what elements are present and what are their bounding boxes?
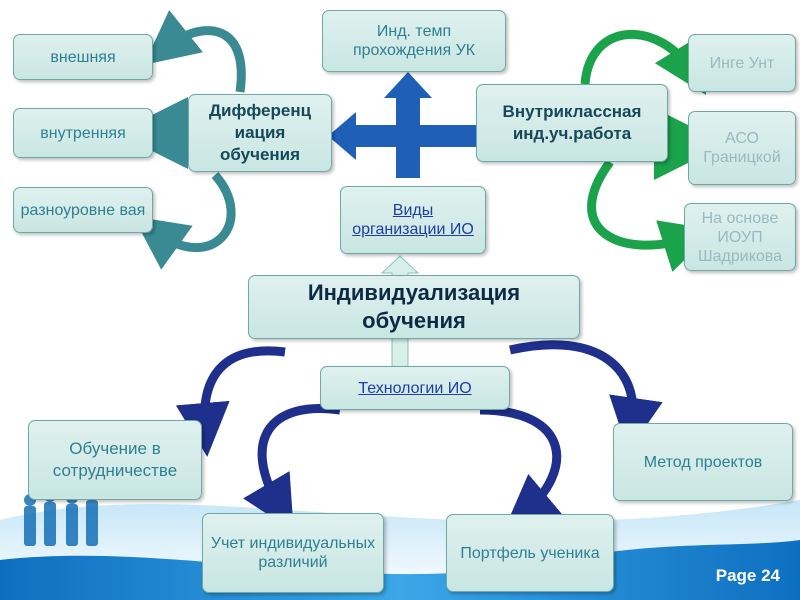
tempo-label: Инд. темп прохождения УК [352,23,476,59]
cooperation-box: Обучение в сотрудничестве [28,420,202,500]
projects-label: Метод проектов [643,453,763,471]
ioup-box: На основе ИОУП Шадрикова [684,203,796,271]
inner-class-box: Внутриклассная инд.уч.работа [476,84,668,162]
tech-box[interactable]: Технологии ИО [320,366,510,410]
multilevel-label: разноуровне вая [20,201,146,219]
inge-unt-box: Инге Унт [688,34,796,92]
portfolio-box: Портфель ученика [446,514,614,592]
multilevel-box: разноуровне вая [13,187,153,233]
page-number: Page 24 [715,566,780,585]
center-title: Индивидуализация обучения [307,280,521,333]
arrow-to-inge-unt [580,30,707,95]
tech-link[interactable]: Технологии ИО [358,379,472,397]
arrow-to-differences [243,404,341,532]
tempo-box: Инд. темп прохождения УК [322,10,506,72]
arrow-to-portfolio [479,405,564,530]
portfolio-label: Портфель ученика [460,544,600,562]
arrow-to-ioup [587,159,716,272]
external-box: внешняя [13,34,153,80]
arrow-to-multilevel [133,172,236,270]
external-label: внешняя [50,48,116,66]
differences-box: Учет индивидуальных различий [202,513,384,593]
differences-label: Учет индивидуальных различий [210,535,376,571]
cooperation-label: Обучение в сотрудничестве [52,439,178,480]
types-link[interactable]: Виды организации ИО [352,202,474,238]
arrow-to-projects [509,340,663,452]
differentiation-box: Дифференц иация обучения [188,94,332,172]
projects-box: Метод проектов [613,423,793,501]
types-box[interactable]: Виды организации ИО [340,186,486,254]
arrow-to-external [143,10,246,93]
center-title-box: Индивидуализация обучения [248,275,580,339]
differentiation-label: Дифференц иация обучения [208,101,312,164]
inge-unt-label: Инге Унт [709,54,775,72]
internal-label: внутренняя [40,124,126,142]
arrow-to-cooperation [175,346,286,457]
ioup-label: На основе ИОУП Шадрикова [697,209,783,265]
internal-box: внутренняя [13,108,153,158]
aso-box: АСО Границкой [688,111,796,185]
inner-class-label: Внутриклассная инд.уч.работа [502,102,642,143]
aso-label: АСО Границкой [703,130,781,166]
